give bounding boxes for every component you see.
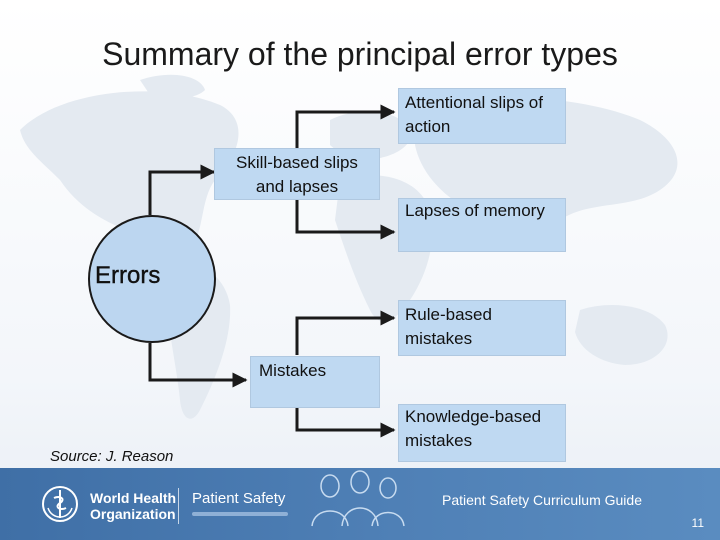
line-errors-to-skill	[148, 164, 216, 215]
box-attentional-slips: Attentional slips of action	[398, 88, 566, 144]
box-skill-based: Skill-based slips and lapses	[214, 148, 380, 200]
footer-divider	[178, 488, 179, 524]
box-lapses-of-memory: Lapses of memory	[398, 198, 566, 252]
who-emblem-icon	[42, 486, 78, 522]
who-name-line2: Organization	[90, 506, 176, 522]
patient-safety-strip	[192, 512, 288, 516]
box-knowledge-based: Knowledge-based mistakes	[398, 404, 566, 462]
people-silhouettes-icon	[311, 470, 405, 527]
slide-title: Summary of the principal error types	[102, 36, 618, 72]
line-mistakes-to-knowledge	[295, 408, 396, 438]
box-skill-based-label: Skill-based slips and lapses	[236, 153, 358, 196]
who-name: World Health Organization	[90, 490, 230, 522]
line-skill-to-memory	[295, 198, 396, 240]
line-mistakes-to-rule	[295, 310, 396, 355]
patient-safety-logo: Patient Safety	[192, 490, 286, 507]
box-mistakes: Mistakes	[250, 356, 380, 408]
line-errors-to-mistakes	[148, 343, 248, 388]
who-name-line1: World Health	[90, 490, 177, 506]
box-mistakes-label: Mistakes	[259, 361, 327, 380]
box-rule-based-label: Rule-based mistakes	[405, 305, 492, 348]
errors-label: Errors	[95, 262, 161, 289]
footer-bar: World Health Organization Patient Safety…	[0, 468, 720, 540]
source-citation: Source: J. Reason	[50, 448, 174, 465]
page-number: 11	[691, 516, 704, 530]
box-knowledge-based-label: Knowledge-based mistakes	[405, 407, 542, 450]
box-lapses-of-memory-label: Lapses of memory	[405, 201, 545, 220]
line-skill-to-attentional	[295, 104, 396, 148]
box-rule-based: Rule-based mistakes	[398, 300, 566, 356]
curriculum-guide-label: Patient Safety Curriculum Guide	[442, 492, 642, 508]
errors-circle	[88, 215, 216, 343]
box-attentional-slips-label: Attentional slips of action	[405, 93, 543, 136]
